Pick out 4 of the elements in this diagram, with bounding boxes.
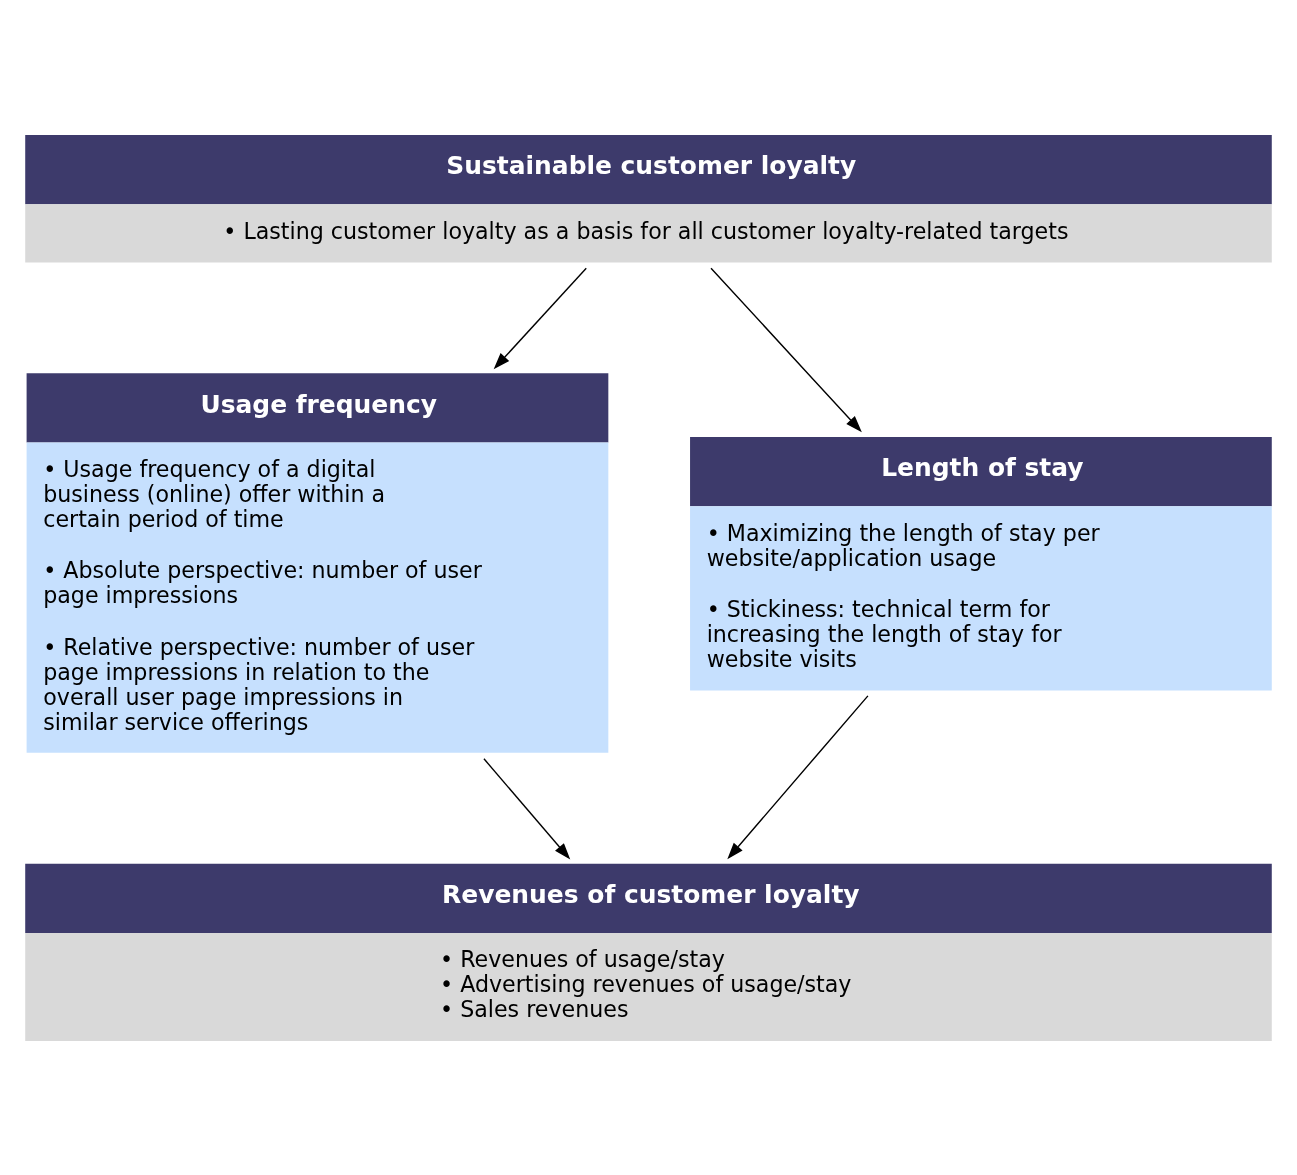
arrow	[727, 694, 869, 859]
arrow	[483, 757, 571, 860]
arrow	[493, 266, 587, 369]
arrow	[710, 266, 862, 432]
